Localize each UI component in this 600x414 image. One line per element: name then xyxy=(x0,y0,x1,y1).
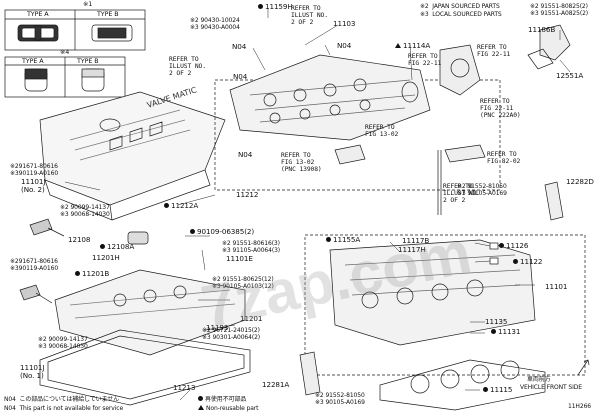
refer-fig-13-02-pnc[interactable]: REFER TO FIG 13-02 (PNC 13908) xyxy=(281,152,322,174)
type-a-header: TYPE A xyxy=(27,10,49,18)
non-reusable-dot-icon xyxy=(164,203,169,208)
non-reusable-dot-icon xyxy=(75,271,80,276)
vehicle-front-en: VEHICLE FRONT SIDE xyxy=(520,384,582,391)
part-11159H[interactable]: 11159H xyxy=(258,3,293,11)
legend-non-reusable-jp: 再使用不可部品 xyxy=(198,396,246,403)
non-reusable-dot-icon xyxy=(190,229,195,234)
part-11115[interactable]: 11115 xyxy=(483,386,512,394)
part-12281A[interactable]: 12281A xyxy=(262,380,290,389)
non-reusable-dot-icon xyxy=(258,4,263,9)
part-12108A[interactable]: 12108A xyxy=(100,243,134,251)
part-11131[interactable]: 11131 xyxy=(491,328,520,336)
part-11201H[interactable]: 11201H xyxy=(92,253,120,262)
part-12282D[interactable]: 12282D xyxy=(566,177,594,186)
part-11201B[interactable]: 11201B xyxy=(75,270,109,278)
part-90430-bolt[interactable]: ※2 90430-10024 ※3 90430-A0004 xyxy=(190,17,240,31)
diagram-id: 11H266 xyxy=(568,403,591,410)
vehicle-front-jp: 車両前方 xyxy=(527,376,551,383)
part-11126[interactable]: 11126 xyxy=(499,242,528,250)
part-11135[interactable]: 11135 xyxy=(485,317,508,326)
refer-illust-2of2-top[interactable]: REFER TO ILLUST NO. 2 OF 2 xyxy=(291,5,328,27)
refer-fig-13-02[interactable]: REFER TO FIG 13-02 xyxy=(365,124,399,139)
note-n04-english: N04 This part is not available for servi… xyxy=(4,405,124,412)
refer-fig-22-11-a[interactable]: REFER TO FIG 22-11 xyxy=(408,53,442,68)
part-90099-top[interactable]: ※2 90099-14137 ※3 90068-14030 xyxy=(60,204,110,218)
part-91551-12pc[interactable]: ※2 91551-80625(12) ※3 90105-A0103(12) xyxy=(212,276,274,290)
part-11212[interactable]: 11212 xyxy=(236,190,259,199)
part-91552-bottom[interactable]: ※2 91552-81050 ※3 90105-A0169 xyxy=(315,392,365,406)
part-291671-bottom[interactable]: ※291671-80616 ※390119-A0160 xyxy=(10,258,59,272)
part-11201[interactable]: 11201 xyxy=(240,314,263,323)
note-n04-a: N04 xyxy=(232,42,247,51)
non-reusable-dot-icon xyxy=(483,387,488,392)
part-11117H[interactable]: 11117H xyxy=(398,245,426,254)
part-11186B[interactable]: 11186B xyxy=(528,25,556,34)
part-11114A[interactable]: 11114A xyxy=(395,42,430,50)
part-90109[interactable]: 90109-06385(2) xyxy=(190,228,254,236)
non-reusable-dot-icon xyxy=(100,244,105,249)
part-11122[interactable]: 11122 xyxy=(513,258,542,266)
part-91552-top[interactable]: ※2 91552-81050 ※3 90105-A0169 xyxy=(457,183,507,197)
part-11212A[interactable]: 11212A xyxy=(164,202,198,210)
legend-local-sourced: ※3 LOCAL SOURCED PARTS xyxy=(420,11,502,18)
refer-fig-22-11-b[interactable]: REFER TO FIG 22-11 xyxy=(477,44,511,59)
part-96721[interactable]: ※2 96721-24015(2) ※3 90301-A0064(2) xyxy=(202,327,261,341)
note-n04-japanese: N04 この部品については補給していません xyxy=(4,396,120,403)
type-a-header-2: TYPE A xyxy=(22,57,44,65)
part-91551-top[interactable]: ※2 91551-80825(2) ※3 91551-A0825(2) xyxy=(530,3,589,17)
refer-fig-82-02[interactable]: REFER TO FIG 82-02 xyxy=(487,151,521,166)
note-n04-c: N04 xyxy=(233,72,248,81)
note-n04-d: N04 xyxy=(238,150,253,159)
part-12551A[interactable]: 12551A xyxy=(556,71,584,80)
part-11101J-no1[interactable]: 11101J (No. 1) xyxy=(20,363,45,380)
legend-non-reusable-en: Non-reusable part xyxy=(198,405,259,412)
part-11117B[interactable]: 11117B xyxy=(402,236,430,245)
part-11155A[interactable]: 11155A xyxy=(326,236,360,244)
non-reusable-dot-icon xyxy=(513,259,518,264)
type-b-header: TYPE B xyxy=(97,10,119,18)
type-box-ref-mark: ※1 xyxy=(83,0,93,8)
part-11193[interactable]: 11193 xyxy=(206,323,229,332)
part-11101E[interactable]: 11101E xyxy=(226,254,253,263)
refer-fig-22-11-pnc[interactable]: REFER TO FIG 22-11 (PNC 222A0) xyxy=(480,98,521,120)
refer-illust-2of2-left[interactable]: REFER TO ILLUST NO. 2 OF 2 xyxy=(169,56,206,78)
part-11101J-no2[interactable]: 11101J (No. 2) xyxy=(21,177,46,194)
non-reusable-triangle-icon xyxy=(198,405,204,410)
part-11213[interactable]: 11213 xyxy=(173,383,196,392)
legend-japan-sourced: ※2 JAPAN SOURCED PARTS xyxy=(420,3,500,10)
part-90099-bottom[interactable]: ※2 90099-14137 ※3 90068-14030 xyxy=(38,336,88,350)
part-91551-middle[interactable]: ※2 91551-80616(3) ※3 91105-A0064(3) xyxy=(222,240,281,254)
refer-illust-2of2-right[interactable]: REFER TO ILLUST NO. 2 OF 2 xyxy=(443,183,480,205)
non-reusable-triangle-icon xyxy=(395,43,401,48)
note-n04-b: N04 xyxy=(337,41,352,50)
part-11101[interactable]: 11101 xyxy=(545,282,568,291)
non-reusable-dot-icon xyxy=(198,396,203,401)
part-291671-top[interactable]: ※291671-80616 ※390119-A0160 xyxy=(10,163,59,177)
type-box-ref-mark-4: ※4 xyxy=(60,48,70,56)
type-b-header-2: TYPE B xyxy=(77,57,99,65)
part-11103[interactable]: 11103 xyxy=(333,19,356,28)
non-reusable-dot-icon xyxy=(499,243,504,248)
part-12108[interactable]: 12108 xyxy=(68,235,91,244)
non-reusable-dot-icon xyxy=(491,329,496,334)
non-reusable-dot-icon xyxy=(326,237,331,242)
